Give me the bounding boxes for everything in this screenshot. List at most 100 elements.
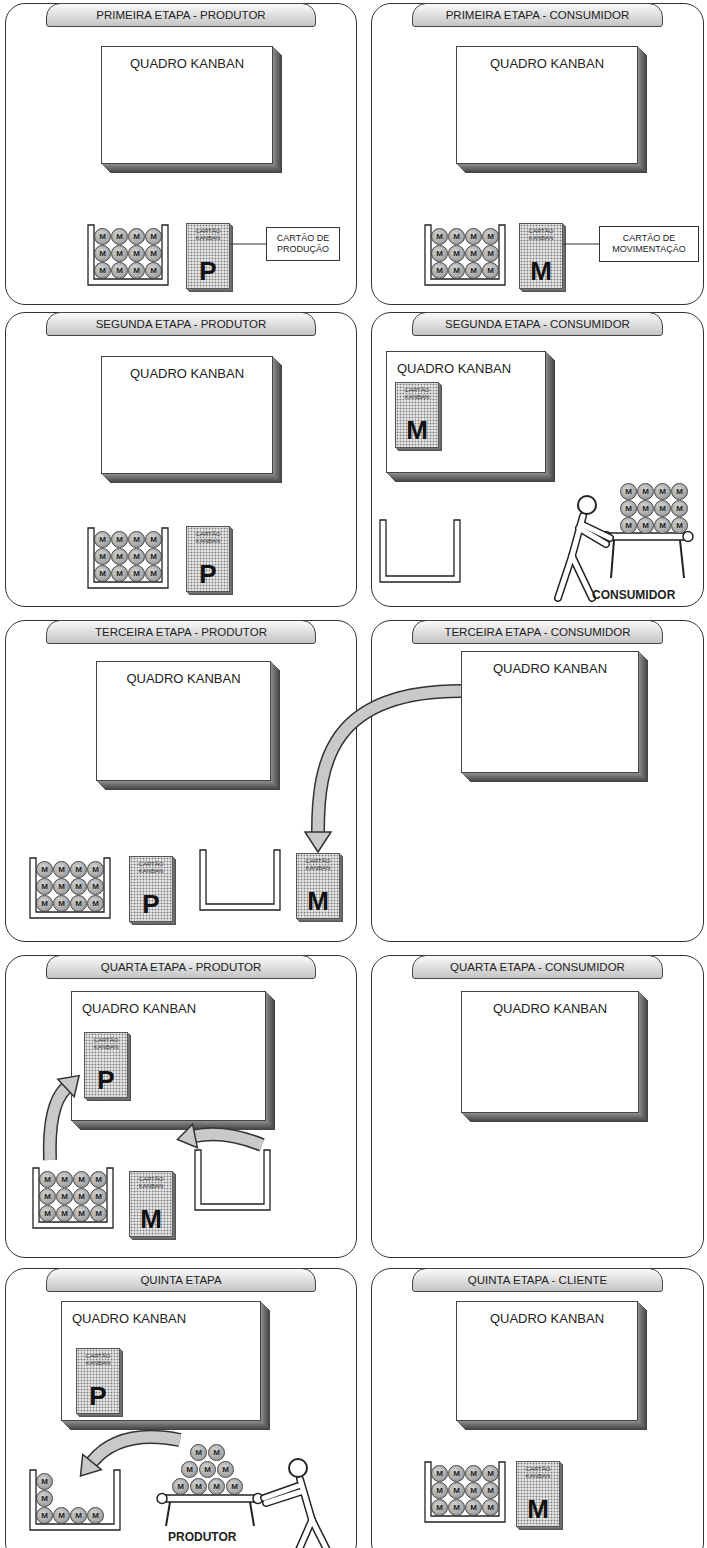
- step-panel: TERCEIRA ETAPA - CONSUMIDOR QUADRO KANBAN: [371, 620, 704, 942]
- part-ball: M: [226, 1478, 243, 1495]
- step-header: QUARTA ETAPA - CONSUMIDOR: [412, 955, 663, 979]
- part-ball: M: [94, 262, 111, 279]
- step-panel: SEGUNDA ETAPA - CONSUMIDORQUADRO KANBANC…: [371, 312, 704, 607]
- part-ball: M: [145, 228, 162, 245]
- part-ball: M: [465, 1465, 482, 1482]
- part-ball: M: [431, 228, 448, 245]
- step-panel: PRIMEIRA ETAPA - PRODUTORQUADRO KANBANCA…: [5, 3, 357, 305]
- kanban-card: CARTÃO KANBANP: [84, 1032, 128, 1098]
- callout-text: CARTÃO DE PRODUÇÃO: [267, 233, 339, 255]
- part-ball: M: [94, 548, 111, 565]
- part-ball: M: [637, 500, 654, 517]
- card-letter: P: [85, 1065, 127, 1095]
- callout-text: CARTÃO DE MOVIMENTAÇÃO: [600, 233, 698, 255]
- kanban-board: QUADRO KANBANCARTÃO KANBANP: [71, 991, 266, 1121]
- board-title: QUADRO KANBAN: [72, 1311, 260, 1326]
- part-ball: M: [73, 1205, 90, 1222]
- part-ball: M: [36, 1473, 53, 1490]
- step-header: PRIMEIRA ETAPA - PRODUTOR: [46, 3, 316, 27]
- figure-label: CONSUMIDOR: [592, 588, 675, 602]
- kanban-card: CARTÃO KANBAN P: [186, 223, 230, 289]
- part-ball: M: [431, 262, 448, 279]
- part-ball: M: [482, 1465, 499, 1482]
- conveyor-roller: [157, 1494, 167, 1504]
- kanban-board: QUADRO KANBAN: [461, 651, 639, 773]
- part-ball: M: [70, 895, 87, 912]
- card-letter: M: [517, 1494, 559, 1524]
- card-caption: CARTÃO KANBAN: [82, 1353, 114, 1366]
- part-ball: M: [448, 228, 465, 245]
- board-title: QUADRO KANBAN: [462, 661, 638, 676]
- part-ball: M: [637, 517, 654, 534]
- card-caption: CARTÃO KANBAN: [192, 228, 224, 241]
- part-ball: M: [73, 1171, 90, 1188]
- conveyor-roller: [683, 532, 693, 542]
- part-ball: M: [482, 1499, 499, 1516]
- part-ball: M: [654, 483, 671, 500]
- kanban-board: QUADRO KANBANCARTÃO KANBANM: [386, 351, 546, 473]
- part-ball: M: [465, 1499, 482, 1516]
- part-ball: M: [654, 500, 671, 517]
- part-ball: M: [448, 1482, 465, 1499]
- card-caption: CARTÃO KANBAN: [525, 228, 557, 241]
- part-ball: M: [53, 895, 70, 912]
- part-ball: M: [654, 517, 671, 534]
- part-ball: M: [431, 1499, 448, 1516]
- part-ball: M: [111, 245, 128, 262]
- card-letter: P: [187, 256, 229, 286]
- part-ball: M: [482, 262, 499, 279]
- board-title: QUADRO KANBAN: [462, 1001, 638, 1016]
- part-ball: M: [70, 861, 87, 878]
- part-ball: M: [465, 1482, 482, 1499]
- part-ball: M: [671, 483, 688, 500]
- part-ball: M: [190, 1478, 207, 1495]
- part-ball: M: [111, 228, 128, 245]
- part-ball: M: [482, 228, 499, 245]
- board-title: QUADRO KANBAN: [457, 56, 637, 71]
- card-caption: CARTÃO KANBAN: [135, 861, 167, 874]
- kanban-board: QUADRO KANBAN: [456, 1301, 638, 1421]
- board-title: QUADRO KANBAN: [102, 366, 272, 381]
- part-ball: M: [87, 1507, 104, 1524]
- part-ball: M: [111, 548, 128, 565]
- kanban-board: QUADRO KANBAN: [101, 356, 273, 474]
- part-ball: M: [620, 517, 637, 534]
- part-ball: M: [145, 262, 162, 279]
- step-header: QUARTA ETAPA - PRODUTOR: [46, 955, 316, 979]
- step-header: QUINTA ETAPA - CLIENTE: [412, 1268, 663, 1292]
- kanban-card: CARTÃO KANBAN M: [516, 1461, 560, 1527]
- part-ball: M: [53, 878, 70, 895]
- part-ball: M: [111, 565, 128, 582]
- head: [578, 496, 596, 514]
- part-ball: M: [94, 228, 111, 245]
- step-header: TERCEIRA ETAPA - CONSUMIDOR: [412, 620, 663, 644]
- part-ball: M: [36, 861, 53, 878]
- step-panel: PRIMEIRA ETAPA - CONSUMIDORQUADRO KANBAN…: [371, 3, 704, 305]
- part-ball: M: [39, 1188, 56, 1205]
- card-caption: CARTÃO KANBAN: [522, 1466, 554, 1479]
- conveyor-belt: [604, 533, 690, 540]
- card-letter: M: [396, 415, 438, 445]
- part-ball: M: [465, 228, 482, 245]
- part-ball: M: [448, 1465, 465, 1482]
- part-ball: M: [56, 1205, 73, 1222]
- kanban-board: QUADRO KANBAN: [461, 991, 639, 1113]
- card-letter: P: [130, 889, 172, 919]
- figure-label: PRODUTOR: [168, 1530, 236, 1544]
- kanban-board: QUADRO KANBAN: [456, 46, 638, 164]
- kanban-board: QUADRO KANBAN CARTÃO KANBAN P: [61, 1301, 261, 1421]
- part-ball: M: [70, 878, 87, 895]
- part-ball: M: [128, 548, 145, 565]
- card-letter: M: [520, 256, 562, 286]
- card-letter: P: [77, 1381, 119, 1411]
- part-ball: M: [145, 245, 162, 262]
- part-ball: M: [56, 1188, 73, 1205]
- kanban-board: QUADRO KANBAN: [96, 661, 271, 781]
- part-ball: M: [465, 245, 482, 262]
- part-ball: M: [53, 1507, 70, 1524]
- card-caption: CARTÃO KANBAN: [135, 1176, 167, 1189]
- part-ball: M: [87, 895, 104, 912]
- part-ball: M: [70, 1507, 87, 1524]
- step-header: QUINTA ETAPA: [46, 1268, 316, 1292]
- board-title: QUADRO KANBAN: [97, 671, 270, 686]
